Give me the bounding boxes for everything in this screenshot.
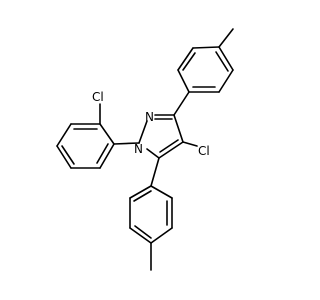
bond-c5-aryl	[150, 157, 160, 187]
bond-tr-1	[177, 69, 190, 93]
bond-c3-aryl	[173, 91, 190, 116]
bond-cp-4d	[61, 145, 75, 165]
bond-tr-4d	[215, 51, 229, 72]
atom-label-cl-aryl: Cl	[92, 90, 104, 104]
atom-label-n1: N	[134, 142, 143, 156]
bond-tr-2	[177, 47, 194, 71]
bond-c4-c5-double	[159, 139, 179, 153]
bond-br-1d	[133, 190, 152, 202]
atom-label-cl-c4: Cl	[198, 144, 210, 158]
bond-br-3	[129, 227, 152, 244]
bond-n1-aryl	[113, 142, 140, 145]
bond-cp-1	[99, 123, 115, 145]
atom-label-n2: N	[145, 110, 154, 124]
bond-tr-methyl	[218, 28, 234, 48]
bond-tr-5	[218, 69, 234, 93]
structure-drawing: Cl N N Cl	[56, 28, 234, 271]
bond-cp-3	[56, 123, 72, 147]
bond-br-3d	[134, 225, 152, 239]
bond-cp-4	[56, 145, 72, 169]
bond-tr-3	[192, 46, 220, 49]
bond-c4-c5	[158, 141, 184, 159]
molecule-canvas: Cl N N Cl	[56, 28, 234, 271]
bond-tr-2d	[182, 52, 196, 71]
bond-n1-n2	[138, 120, 148, 144]
chlorophenyl-ring	[56, 103, 140, 169]
tolyl-ring-bottom	[129, 157, 173, 271]
bond-br-1	[129, 185, 152, 199]
bond-tr-4	[218, 46, 234, 71]
bond-c4-cl	[182, 141, 198, 147]
bond-cp-6	[99, 143, 115, 169]
tolyl-ring-top	[173, 28, 234, 116]
bond-cp-6d	[96, 143, 109, 164]
pyrazole-ring	[138, 114, 184, 159]
bond-br-4	[150, 227, 173, 244]
bond-c3-c4	[173, 114, 184, 143]
bond-c5-n1	[146, 148, 160, 159]
bond-br-6	[150, 185, 173, 199]
